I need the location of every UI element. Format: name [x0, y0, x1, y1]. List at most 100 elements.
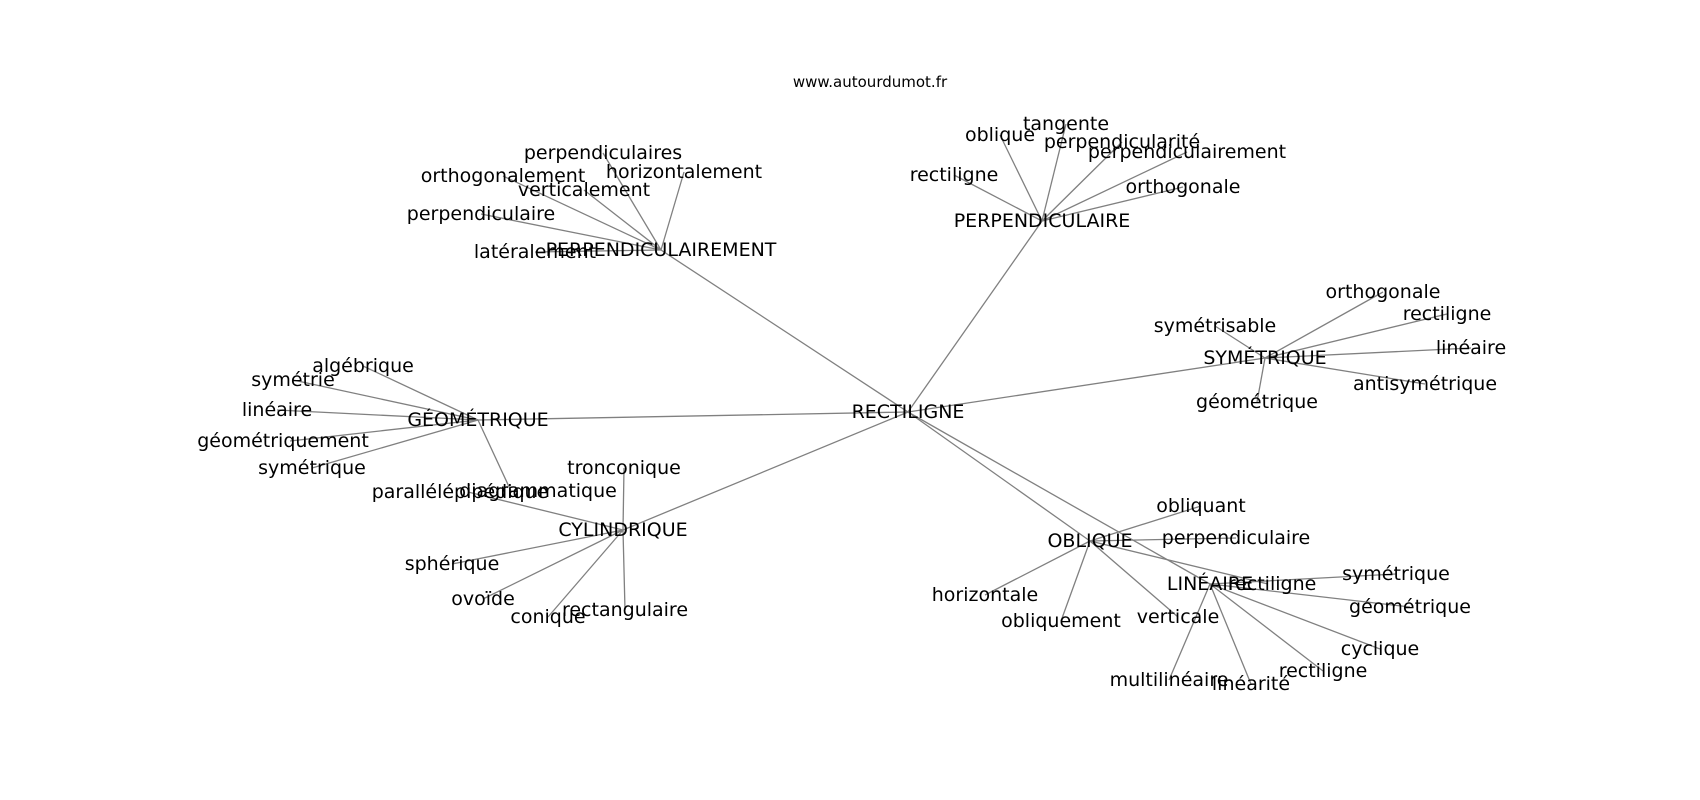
edge-hub-leaf: [534, 249, 662, 253]
leaf-word[interactable]: géométrique: [1349, 596, 1471, 618]
leaf-word[interactable]: perpendiculairement: [1088, 141, 1286, 163]
leaf-word[interactable]: rectiligne: [1279, 660, 1368, 682]
edge-center-hub: [907, 411, 1211, 585]
edge-hub-leaf: [1214, 325, 1266, 359]
edge-hub-leaf: [1209, 583, 1324, 672]
site-url: www.autourdumot.fr: [793, 73, 948, 91]
leaf-word[interactable]: latéralement: [474, 241, 596, 263]
edge-center-hub: [660, 249, 909, 413]
edge-hub-leaf: [467, 491, 624, 531]
graph-edges: [276, 123, 1472, 685]
edge-hub-leaf: [292, 379, 479, 421]
edge-center-hub: [907, 411, 1091, 542]
edge-hub-leaf: [547, 529, 624, 618]
leaf-word[interactable]: rectangulaire: [562, 599, 688, 621]
leaf-word[interactable]: conique: [510, 606, 585, 628]
leaf-word[interactable]: obliquement: [1001, 610, 1121, 632]
leaf-word[interactable]: perpendiculaires: [524, 142, 682, 164]
edge-hub-leaf: [502, 175, 662, 251]
edge-hub-leaf: [276, 409, 479, 421]
edge-hub-leaf: [362, 365, 479, 421]
leaf-word[interactable]: antisymétrique: [1353, 373, 1497, 395]
leaf-word[interactable]: symétrique: [258, 457, 366, 479]
leaf-word[interactable]: tangente: [1023, 113, 1109, 135]
leaf-word[interactable]: perpendiculaire: [1162, 527, 1310, 549]
leaf-word[interactable]: algébrique: [312, 355, 414, 377]
edge-hub-leaf: [1168, 583, 1211, 681]
edge-hub-leaf: [660, 171, 685, 251]
edge-hub-leaf: [1041, 186, 1184, 222]
leaf-word[interactable]: ovoïde: [451, 588, 515, 610]
leaf-word[interactable]: horizontalement: [606, 161, 762, 183]
edge-center-hub: [622, 411, 909, 531]
leaf-word[interactable]: symétrisable: [1154, 315, 1276, 337]
leaf-word[interactable]: perpendicularité: [1044, 131, 1200, 153]
edge-hub-leaf: [1209, 573, 1397, 585]
edge-hub-leaf: [1041, 151, 1188, 222]
leaf-word[interactable]: symétrie: [251, 369, 335, 391]
leaf-word[interactable]: tronconique: [567, 457, 681, 479]
hub-word[interactable]: GÉOMÉTRIQUE: [407, 408, 548, 431]
edge-hub-leaf: [311, 419, 479, 469]
edge-hub-leaf: [1264, 313, 1448, 359]
hub-word[interactable]: PERPENDICULAIRE: [954, 210, 1131, 232]
edge-hub-leaf: [451, 529, 624, 565]
leaf-word[interactable]: sphérique: [405, 553, 500, 575]
leaf-word[interactable]: orthogonale: [1126, 176, 1241, 198]
hub-word[interactable]: LINÉAIRE: [1167, 572, 1253, 595]
graph-labels: RECTILIGNE perpendiculairesorthogonalemen…: [197, 113, 1506, 695]
edge-hub-leaf: [1209, 583, 1252, 685]
edge-hub-leaf: [1264, 291, 1384, 359]
center-word[interactable]: RECTILIGNE: [852, 401, 965, 423]
leaf-word[interactable]: cyclique: [1341, 638, 1420, 660]
leaf-word[interactable]: géométrique: [1196, 391, 1318, 413]
edge-hub-leaf: [1089, 540, 1269, 585]
leaf-word[interactable]: obliquant: [1156, 495, 1245, 517]
edge-hub-leaf: [1264, 357, 1426, 385]
leaf-word[interactable]: perpendiculaire: [407, 203, 555, 225]
edge-hub-leaf: [953, 174, 1043, 222]
edge-hub-leaf: [1089, 505, 1202, 542]
leaf-word[interactable]: verticalement: [518, 179, 650, 201]
leaf-word[interactable]: rectiligne: [1403, 303, 1492, 325]
hub-word[interactable]: SYMÉTRIQUE: [1203, 346, 1326, 369]
leaf-word[interactable]: horizontale: [932, 584, 1038, 606]
edge-hub-leaf: [622, 529, 626, 611]
edge-hub-leaf: [583, 189, 662, 251]
leaf-word[interactable]: linéarité: [1212, 673, 1290, 695]
leaf-word[interactable]: linéaire: [1436, 337, 1506, 359]
leaf-word[interactable]: géométriquement: [197, 430, 369, 452]
edge-hub-leaf: [289, 419, 479, 442]
edge-hub-leaf: [1089, 540, 1179, 618]
edge-hub-leaf: [1041, 141, 1123, 222]
hub-word[interactable]: PERPENDICULAIREMENT: [546, 239, 777, 261]
edge-center-hub: [907, 357, 1266, 413]
leaf-word[interactable]: linéaire: [242, 399, 312, 421]
hub-word[interactable]: CYLINDRIQUE: [558, 519, 687, 541]
edge-center-hub: [907, 220, 1043, 413]
leaf-word[interactable]: parallélépipédique: [372, 481, 549, 503]
leaf-word[interactable]: diagrammatique: [459, 480, 617, 502]
edge-hub-leaf: [1209, 583, 1381, 650]
edge-hub-leaf: [1041, 123, 1067, 222]
edge-hub-leaf: [984, 540, 1091, 596]
edge-hub-leaf: [602, 152, 662, 251]
edge-hub-leaf: [1089, 537, 1237, 542]
leaf-word[interactable]: symétrique: [1342, 563, 1450, 585]
leaf-word[interactable]: rectiligne: [1228, 573, 1317, 595]
leaf-word[interactable]: rectiligne: [910, 164, 999, 186]
edge-hub-leaf: [999, 134, 1043, 222]
leaf-word[interactable]: orthogonale: [1326, 281, 1441, 303]
edge-hub-leaf: [482, 529, 624, 600]
leaf-word[interactable]: orthogonalement: [421, 165, 586, 187]
edge-hub-leaf: [1060, 540, 1091, 622]
edge-hub-leaf: [1256, 357, 1266, 403]
leaf-word[interactable]: verticale: [1137, 606, 1220, 628]
edge-hub-leaf: [477, 419, 512, 492]
leaf-word[interactable]: multilinéaire: [1110, 669, 1229, 691]
leaf-word[interactable]: oblique: [965, 124, 1035, 146]
edge-hub-leaf: [480, 213, 662, 251]
edge-hub-leaf: [1209, 583, 1411, 608]
hub-word[interactable]: OBLIQUE: [1047, 530, 1132, 552]
